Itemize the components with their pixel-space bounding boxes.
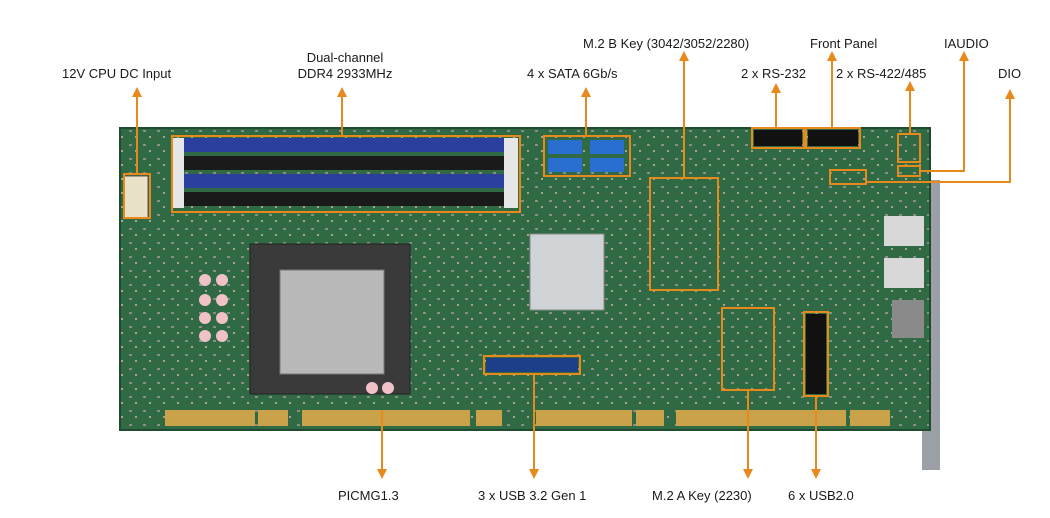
label-m2a: M.2 A Key (2230) [652,488,752,503]
highlight-usb32 [483,355,581,375]
chipset-heatsink [529,233,605,311]
edge-fingers [165,410,890,426]
label-ddr4-line1: Dual-channel [306,50,384,65]
usb32-header [486,358,578,372]
label-rs422: 2 x RS-422/485 [836,66,927,81]
rear-lan [892,300,924,338]
callout-dio [866,89,1015,183]
dimm-slots [172,138,518,208]
highlight-dio [829,169,867,185]
label-ddr4: Dual-channel DDR4 2933MHz [290,50,400,82]
rear-usb-2 [884,258,924,288]
rear-usb-1 [884,216,924,246]
label-usb20: 6 x USB2.0 [788,488,854,503]
front-panel-header [808,130,858,146]
label-ddr4-line2: DDR4 2933MHz [297,66,393,81]
label-cpu-dc: 12V CPU DC Input [62,66,172,81]
label-front-panel: Front Panel [810,36,878,51]
rs232-headers [754,130,802,146]
capacitors [199,274,394,394]
label-usb32: 3 x USB 3.2 Gen 1 [478,488,587,503]
label-m2b: M.2 B Key (3042/3052/2280) [583,36,750,51]
cpu-power-connector [123,175,149,219]
label-iaudio: IAUDIO [944,36,989,51]
label-sata: 4 x SATA 6Gb/s [527,66,618,81]
usb20-header [806,314,826,394]
label-dio: DIO [998,66,1022,81]
sata-connectors [548,140,624,172]
cpu [279,269,385,375]
callout-iaudio [920,51,969,172]
label-rs232: 2 x RS-232 [741,66,807,81]
label-picmg: PICMG1.3 [338,488,399,503]
highlight-ddr4 [171,135,521,213]
highlight-rs232 [751,127,805,149]
